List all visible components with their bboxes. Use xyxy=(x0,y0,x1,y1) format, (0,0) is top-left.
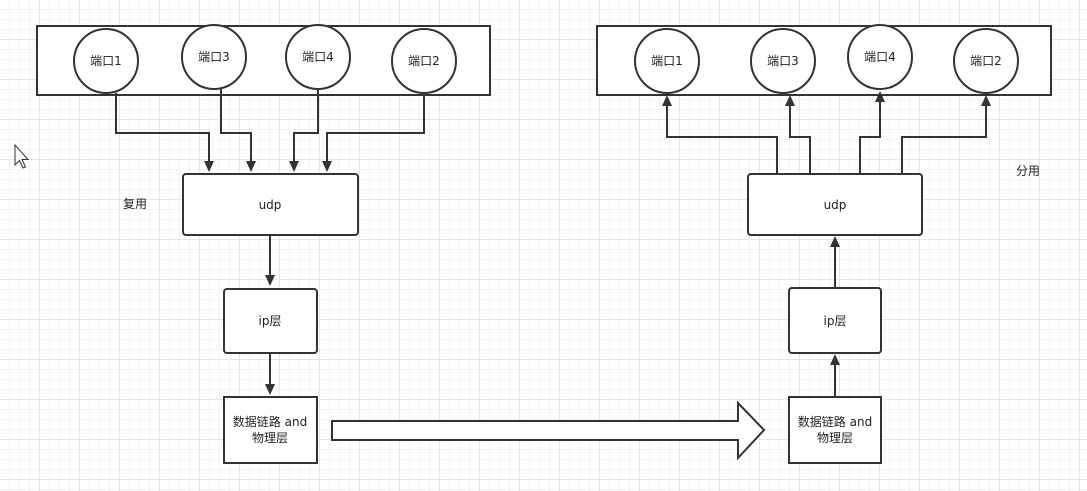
left-connector-port2 xyxy=(326,93,425,162)
right-connector-port3 xyxy=(789,105,811,174)
left-arrowhead xyxy=(204,161,214,172)
left-port-1-label: 端口1 xyxy=(90,54,122,68)
left-connector-port4 xyxy=(293,89,319,162)
left-arrowhead xyxy=(265,275,275,286)
transfer-arrow xyxy=(331,400,766,461)
left-arrowhead xyxy=(246,161,256,172)
right-link-box xyxy=(788,396,882,464)
demultiplexing-label: 分用 xyxy=(1016,164,1040,178)
right-link-label-line1: 数据链路 and xyxy=(798,414,872,429)
right-port-4-label: 端口4 xyxy=(864,50,896,64)
right-udp-label: udp xyxy=(824,198,847,212)
right-stack: 端口1 端口3 端口4 端口2 udp 分用 ip层 数据链路 and 物理层 xyxy=(596,24,1052,464)
left-ip-label: ip层 xyxy=(259,314,282,328)
right-arrowhead xyxy=(785,95,795,106)
left-connector-port1 xyxy=(115,93,210,162)
right-port-4 xyxy=(847,24,913,90)
right-port-3-label: 端口3 xyxy=(767,54,799,68)
left-link-label-line2: 物理层 xyxy=(252,431,288,445)
left-link-label-line1: 数据链路 and xyxy=(233,414,307,429)
left-arrowhead xyxy=(265,384,275,395)
left-stack: 端口1 端口3 端口4 端口2 udp 复用 ip层 数据链路 and 物理层 xyxy=(36,24,491,464)
right-arrowhead xyxy=(981,95,991,106)
right-connector-port2 xyxy=(901,105,987,174)
left-port-3-label: 端口3 xyxy=(198,50,230,64)
left-port-4-label: 端口4 xyxy=(302,50,334,64)
right-port-1 xyxy=(634,28,700,94)
left-port-1 xyxy=(73,28,139,94)
multiplexing-label: 复用 xyxy=(123,197,147,211)
right-arrowhead xyxy=(662,95,672,106)
right-udp-box xyxy=(747,173,923,236)
right-arrowhead xyxy=(830,236,840,247)
left-link-box xyxy=(223,396,318,464)
left-connector-port3 xyxy=(220,89,252,162)
left-port-2-label: 端口2 xyxy=(408,54,440,68)
left-udp-label: udp xyxy=(259,198,282,212)
right-connector-port1 xyxy=(666,105,778,174)
right-arrowhead xyxy=(875,91,885,102)
right-arrowhead xyxy=(830,354,840,365)
left-arrowhead xyxy=(322,161,332,172)
right-port-1-label: 端口1 xyxy=(651,54,683,68)
right-port-2 xyxy=(953,28,1019,94)
right-connector-port4 xyxy=(859,101,881,174)
right-ip-label: ip层 xyxy=(824,314,847,328)
right-link-label-line2: 物理层 xyxy=(817,431,853,445)
right-ip-box xyxy=(788,287,882,354)
left-port-3 xyxy=(181,24,247,90)
mouse-cursor-icon xyxy=(14,143,30,169)
right-port-3 xyxy=(750,28,816,94)
left-arrowhead xyxy=(289,161,299,172)
right-port-2-label: 端口2 xyxy=(970,54,1002,68)
